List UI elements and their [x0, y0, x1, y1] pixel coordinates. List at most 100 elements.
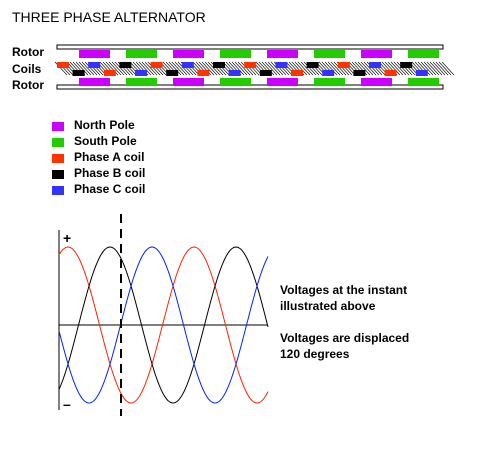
north-pole-block [173, 50, 204, 58]
phase-a-waveform [58, 246, 269, 404]
south-pole-block [408, 50, 439, 58]
phase-a-coil [197, 70, 210, 76]
coil-winding [435, 61, 449, 76]
coil-winding [294, 61, 308, 76]
rotor-bar [56, 44, 444, 50]
phase-c-waveform [58, 246, 269, 404]
coil-winding [300, 61, 314, 76]
note-instant: Voltages at the instant illustrated abov… [280, 282, 407, 314]
bottom-rotor [56, 78, 444, 90]
north-pole-block [173, 78, 204, 86]
phase-a-coil [244, 62, 257, 68]
phase-a-coil [57, 62, 69, 68]
legend-label: Phase B coil [74, 166, 146, 180]
coil-winding [387, 61, 401, 76]
legend-label: Phase C coil [74, 182, 146, 196]
coil-winding [147, 61, 161, 76]
coil-winding [114, 61, 128, 76]
south-pole-block [126, 50, 157, 58]
top-rotor [56, 44, 444, 58]
coil-winding [240, 61, 254, 76]
coil-winding [360, 61, 374, 76]
note-displacement: Voltages are displaced 120 degrees [280, 330, 409, 362]
north-pole-block [361, 78, 392, 86]
south-pole-block [220, 78, 251, 86]
coil-winding [426, 61, 440, 76]
phase-b-coil [166, 70, 179, 76]
coil-winding [237, 61, 251, 76]
minus-label: – [63, 396, 71, 412]
coil-winding [441, 61, 455, 76]
south-pole-block [220, 50, 251, 58]
coil-winding [168, 61, 182, 76]
phase-a-coil [384, 70, 397, 76]
note-line: Voltages are displaced [280, 331, 410, 345]
phase-c-coil [369, 62, 381, 68]
south-pole-swatch [52, 138, 64, 147]
coil-winding [111, 61, 125, 76]
phase-a-coil [103, 70, 116, 76]
note-line: illustrated above [280, 299, 376, 313]
coil-winding [417, 61, 431, 76]
north-pole-block [267, 50, 298, 58]
phase-b-waveform [58, 246, 269, 404]
phase-b-coil [213, 62, 225, 68]
page-title: THREE PHASE ALTERNATOR [12, 9, 206, 25]
coil-winding [204, 61, 218, 76]
coil-winding [270, 61, 284, 76]
phase-c-coil [181, 62, 194, 68]
coil-winding [144, 61, 158, 76]
coil-winding [261, 61, 275, 76]
phase-c-coil [415, 70, 428, 76]
coil-winding [357, 61, 371, 76]
coil-strip [54, 61, 455, 76]
coil-winding [201, 61, 215, 76]
phase-b-coil [353, 70, 366, 76]
south-pole-block [408, 78, 439, 86]
coil-winding [327, 61, 341, 76]
phase-c-coil [228, 70, 241, 76]
coil-winding [438, 61, 452, 76]
waveform-plot: + – [58, 214, 269, 416]
phase-a-coil [291, 70, 303, 76]
south-pole-block [314, 50, 345, 58]
coil-winding [396, 61, 410, 76]
phase-b-coil [306, 62, 319, 68]
phase-c-coil [135, 70, 147, 76]
coil-winding [420, 61, 434, 76]
coil-winding [174, 61, 188, 76]
phase-a-coil [150, 62, 163, 68]
north-pole-block [267, 78, 298, 86]
coil-winding [432, 61, 446, 76]
coil-winding [297, 61, 311, 76]
coil-winding [84, 61, 98, 76]
phase-a-coil [337, 62, 350, 68]
coil-winding [423, 61, 437, 76]
phase-c-swatch [52, 186, 64, 195]
coil-winding [78, 61, 92, 76]
coil-winding [234, 61, 248, 76]
coil-winding [333, 61, 347, 76]
phase-b-coil [259, 70, 272, 76]
coil-winding [207, 61, 221, 76]
legend-label: North Pole [74, 118, 135, 132]
coil-winding [138, 61, 152, 76]
coil-winding [177, 61, 191, 76]
coil-winding [81, 61, 95, 76]
legend-label: South Pole [74, 134, 137, 148]
top-rotor-label: Rotor [12, 45, 44, 59]
note-line: 120 degrees [280, 347, 350, 361]
coils-label: Coils [12, 62, 42, 76]
alternator-diagram [54, 44, 455, 90]
north-pole-block [361, 50, 392, 58]
plus-label: + [63, 230, 71, 246]
coil-winding [267, 61, 281, 76]
south-pole-block [126, 78, 157, 86]
phase-b-swatch [52, 170, 64, 179]
phase-a-swatch [52, 154, 64, 163]
phase-b-coil [400, 62, 413, 68]
note-line: Voltages at the instant [280, 283, 408, 297]
coil-winding [105, 61, 119, 76]
north-pole-block [79, 78, 110, 86]
coil-winding [363, 61, 377, 76]
